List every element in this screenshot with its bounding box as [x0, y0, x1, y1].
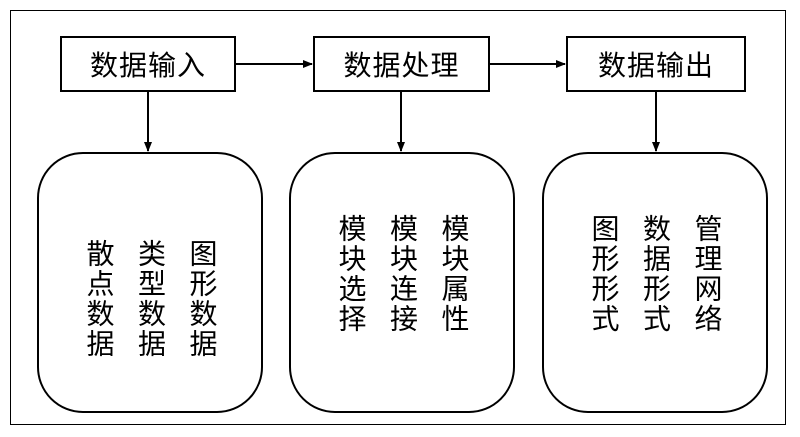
type-data-item: 类型数据	[134, 238, 167, 359]
module-select-item: 模块选择	[334, 213, 368, 334]
data-processing-box: 数据处理	[313, 36, 490, 92]
processing-details-group: 模块选择 模块连接 模块属性	[289, 152, 515, 413]
data-output-box: 数据输出	[566, 36, 746, 92]
diagram-frame	[10, 10, 786, 425]
data-input-label: 数据输入	[89, 49, 206, 82]
output-details-group: 图形形式 数据形式 管理网络	[542, 152, 768, 413]
graphic-form-item: 图形形式	[587, 213, 621, 334]
module-attribute-item: 模块属性	[437, 213, 471, 334]
graphic-data-item: 图形数据	[185, 238, 219, 359]
data-input-box: 数据输入	[60, 36, 236, 92]
scatter-data-item: 散点数据	[82, 238, 116, 359]
data-output-label: 数据输出	[597, 49, 714, 82]
data-processing-label: 数据处理	[343, 49, 460, 82]
module-connect-item: 模块连接	[386, 213, 419, 334]
management-network-item: 管理网络	[690, 213, 724, 334]
data-form-item: 数据形式	[639, 213, 672, 334]
input-details-group: 散点数据 类型数据 图形数据	[37, 152, 263, 413]
